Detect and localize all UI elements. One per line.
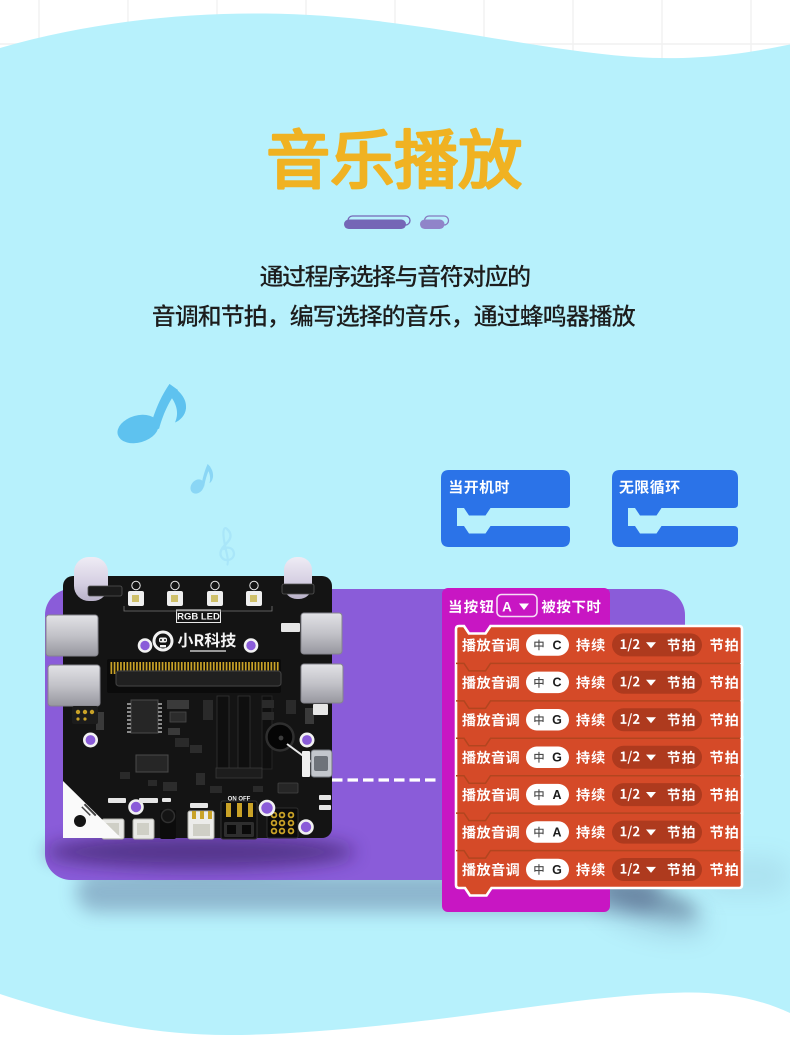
svg-text:G: G xyxy=(552,751,562,765)
svg-text:A: A xyxy=(552,788,561,802)
svg-text:C: C xyxy=(552,638,561,652)
svg-text:A: A xyxy=(502,600,512,615)
svg-text:RGB LED: RGB LED xyxy=(177,612,220,623)
svg-text:A: A xyxy=(552,826,561,840)
svg-text:C: C xyxy=(552,676,561,690)
svg-text:G: G xyxy=(552,863,562,877)
svg-text:G: G xyxy=(552,713,562,727)
svg-text:ON OFF: ON OFF xyxy=(228,797,251,803)
